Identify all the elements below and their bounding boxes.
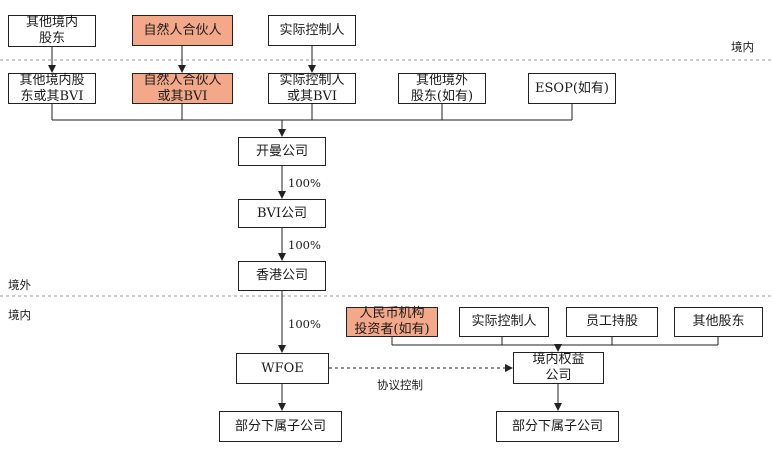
node-cayman-company: 开曼公司 bbox=[238, 137, 326, 166]
node-domestic-entity-subsidiaries: 部分下属子公司 bbox=[496, 411, 619, 442]
node-employee-shareholding: 员工持股 bbox=[566, 307, 658, 337]
edge-label-contractual-control: 协议控制 bbox=[377, 378, 423, 392]
edge-label-bvi-hk: 100% bbox=[288, 238, 321, 252]
node-natural-partner-bvi: 自然人合伙人 或其BVI bbox=[132, 73, 233, 104]
edge-label-cayman-bvi: 100% bbox=[288, 176, 321, 190]
node-hk-company: 香港公司 bbox=[238, 261, 326, 291]
node-other-domestic-bvi: 其他境内股 东或其BVI bbox=[8, 73, 96, 104]
node-bvi-company: BVI公司 bbox=[238, 199, 326, 228]
region-label-offshore: 境外 bbox=[8, 278, 31, 292]
node-actual-controller-bvi: 实际控制人 或其BVI bbox=[268, 73, 356, 104]
node-natural-person-partner: 自然人合伙人 bbox=[132, 15, 233, 46]
node-other-domestic-shareholders: 其他境内 股东 bbox=[8, 15, 96, 47]
node-actual-controller: 实际控制人 bbox=[268, 15, 356, 46]
node-esop: ESOP(如有) bbox=[528, 73, 616, 104]
node-domestic-entity: 境内权益 公司 bbox=[513, 352, 604, 384]
node-wfoe-subsidiaries: 部分下属子公司 bbox=[219, 411, 342, 442]
node-rmb-institutional-investor: 人民币机构 投资者(如有) bbox=[346, 306, 438, 337]
node-wfoe: WFOE bbox=[236, 353, 329, 384]
region-label-domestic-bottom: 境内 bbox=[8, 308, 31, 322]
region-label-domestic-top: 境内 bbox=[731, 40, 754, 54]
edge-label-hk-wfoe: 100% bbox=[288, 317, 321, 331]
node-other-shareholders: 其他股东 bbox=[674, 307, 763, 337]
node-vie-actual-controller: 实际控制人 bbox=[459, 307, 549, 337]
node-other-foreign-shareholders: 其他境外 股东(如有) bbox=[398, 73, 486, 104]
